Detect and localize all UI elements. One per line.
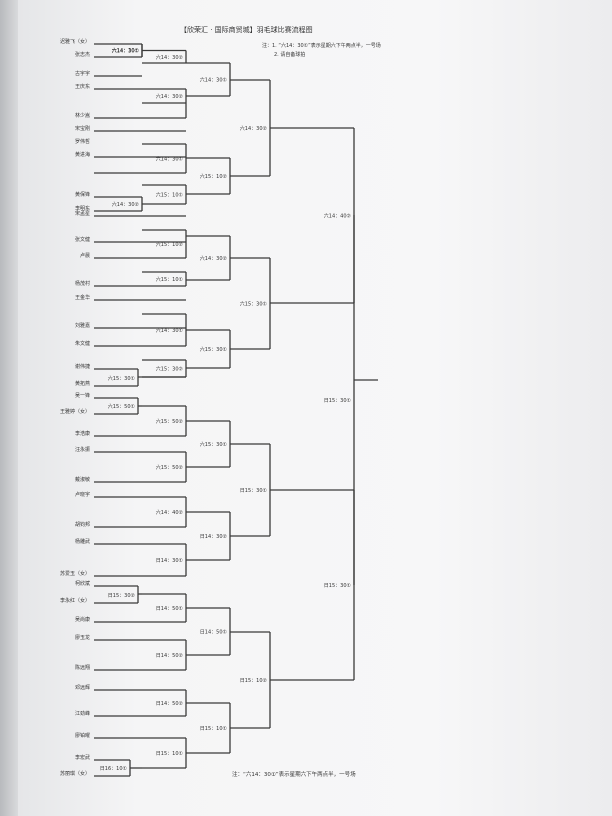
player-name: 陈远翔 — [75, 664, 90, 671]
match-time-label: 日14：30② — [200, 534, 228, 540]
match-time-label: 六14：30① — [156, 327, 184, 334]
match-time-label: 日14：50② — [156, 653, 184, 659]
match-time-label: 六15：10① — [156, 276, 184, 283]
match-time-label: 日15：30① — [240, 488, 268, 494]
match-time-label: 六14：30② — [112, 201, 140, 208]
note-line-1: 注：1. “六14：30①”表示星期六下午两点半，一号场 — [262, 43, 381, 49]
player-name: 汪永振 — [75, 446, 90, 453]
player-name: 谢伟捷 — [75, 363, 90, 370]
player-name: 廖玉龙 — [75, 634, 90, 641]
player-name: 李明东 — [75, 205, 90, 212]
match-time-label: 日14：50① — [156, 606, 184, 612]
match-time-label: 六14：30② — [156, 93, 184, 100]
match-time-label: 六14：30① — [112, 48, 140, 55]
player-name: 宋孟星 — [75, 210, 90, 217]
player-name: 王金华 — [75, 294, 90, 301]
player-name: 迟雅飞（女） — [60, 38, 90, 45]
player-name: 黄进海 — [75, 151, 90, 158]
player-name: 刘雅嘉 — [75, 322, 90, 329]
match-time-label: 六15：30① — [108, 375, 136, 382]
player-name: 黄拓燕 — [75, 380, 90, 387]
player-name: 李宏武 — [75, 754, 90, 761]
match-time-label: 六15：30① — [200, 441, 228, 448]
player-name: 苏爱玉（女） — [60, 570, 90, 577]
match-time-label: 六14：30② — [240, 125, 268, 132]
match-time-label: 六14：40② — [156, 509, 184, 516]
player-name: 张志杰 — [75, 51, 90, 58]
player-name: 吴尚康 — [75, 616, 90, 623]
player-name: 宋宝刚 — [75, 125, 90, 132]
match-time-label: 六15：10② — [200, 173, 228, 180]
player-name: 邓远辉 — [75, 684, 90, 691]
match-time-label: 日14：50② — [156, 701, 184, 707]
match-time-label: 日15：30① — [324, 583, 352, 589]
match-time-label: 六14：30① — [200, 77, 228, 84]
player-name: 廖铂曜 — [75, 732, 90, 739]
match-time-label: 六14：30② — [156, 54, 184, 61]
player-name: 朱文健 — [75, 340, 90, 347]
match-time-label: 六15：30① — [240, 301, 268, 308]
player-name: 罗伟哲 — [75, 138, 90, 145]
match-time-label: 六15：30① — [200, 346, 228, 353]
player-name: 吴一锋 — [75, 392, 90, 399]
player-name: 江劲峰 — [75, 710, 90, 717]
match-time-label: 日14：30① — [156, 558, 184, 564]
player-name: 卢晨 — [80, 252, 90, 259]
player-name: 戴淑敏 — [75, 476, 90, 483]
match-time-label: 日15：30① — [324, 398, 352, 404]
footer-note: 注：“六14：30①”表示星期六下午两点半，一号场 — [232, 772, 356, 778]
player-name: 柯欣斌 — [75, 580, 90, 587]
match-time-label: 六14：30① — [112, 47, 140, 54]
player-name: 李浩康 — [75, 430, 90, 437]
player-name: 苏丽琪（女） — [60, 770, 90, 777]
match-time-label: 日14：50① — [200, 630, 228, 636]
match-time-label: 六15：50① — [108, 403, 136, 410]
player-name: 李永红（女） — [60, 597, 90, 604]
match-time-label: 六15：50② — [156, 464, 184, 471]
player-name: 王庆东 — [75, 83, 90, 90]
match-time-label: 日15：10② — [240, 678, 268, 684]
match-time-label: 日16：10① — [100, 766, 128, 772]
table-shadow — [0, 0, 18, 816]
match-time-label: 日15：30② — [108, 593, 136, 599]
match-time-label: 六14：30① — [156, 156, 184, 163]
match-time-label: 六15：30② — [156, 366, 184, 373]
player-name: 古宇宇 — [75, 70, 90, 77]
player-name: 林少嵩 — [75, 112, 90, 119]
player-name: 卢晓宇 — [75, 491, 90, 498]
match-time-label: 六15：10② — [156, 241, 184, 248]
page-title: 【欣荣汇 · 国际商贸城】羽毛球比赛流程图 — [180, 26, 313, 34]
match-time-label: 日15：10① — [200, 726, 228, 732]
match-time-label: 六14：40② — [324, 213, 352, 220]
player-name: 杨雕武 — [75, 538, 90, 545]
player-name: 胡钧邦 — [75, 521, 90, 528]
match-time-label: 六14：30② — [200, 255, 228, 262]
note-line-2: 2. 请自备球拍 — [274, 52, 306, 58]
player-name: 杨茂村 — [75, 280, 90, 287]
match-time-label: 六15：50② — [156, 418, 184, 425]
match-time-label: 六15：10① — [156, 192, 184, 199]
match-time-label: 日15：10① — [156, 751, 184, 757]
player-name: 张文健 — [75, 236, 90, 243]
player-name: 黄保锋 — [75, 191, 90, 198]
player-name: 王雅婷（女） — [60, 408, 90, 415]
